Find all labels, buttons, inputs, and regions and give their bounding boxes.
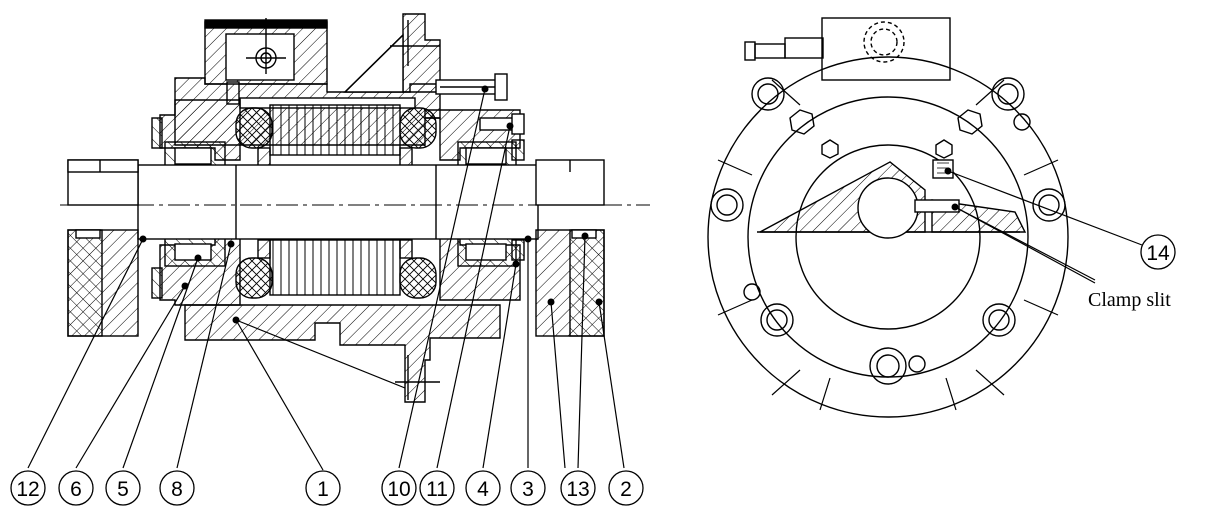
balloon-3: 3	[510, 470, 546, 506]
balloon-5-label: 5	[117, 478, 129, 501]
balloon-12-label: 12	[16, 478, 39, 501]
balloon-10-label: 10	[387, 478, 410, 501]
balloon-5: 5	[105, 470, 141, 506]
balloon-6-label: 6	[70, 478, 82, 501]
balloon-14: 14	[1140, 234, 1176, 270]
end-view	[707, 17, 1143, 418]
clamp-slit-label: Clamp slit	[1088, 289, 1171, 311]
balloon-1: 1	[305, 470, 341, 506]
right-coupling	[535, 159, 605, 337]
radial-ribs	[717, 79, 1059, 411]
hex-bolts	[789, 109, 983, 159]
balloon-8: 8	[159, 470, 195, 506]
balloon-2-label: 2	[620, 478, 632, 501]
balloon-10: 10	[381, 470, 417, 506]
balloon-8-label: 8	[171, 478, 183, 501]
terminal-box	[204, 18, 328, 105]
end-terminal-box	[744, 17, 951, 81]
balloon-3-label: 3	[522, 478, 534, 501]
balloon-1-label: 1	[317, 478, 329, 501]
callout-balloons: 12 6 5 8 1 10 11 4 3 13 2	[10, 470, 644, 506]
section-view	[27, 13, 650, 471]
clamp-split	[757, 159, 1027, 239]
balloon-12: 12	[10, 470, 46, 506]
lower-housing	[184, 304, 501, 403]
bolt-holes	[710, 77, 1066, 385]
balloon-2: 2	[608, 470, 644, 506]
balloon-6: 6	[58, 470, 94, 506]
balloon-11-label: 11	[426, 478, 448, 501]
balloon-13: 13	[560, 470, 596, 506]
balloon-14-label: 14	[1146, 242, 1170, 265]
balloon-4: 4	[465, 470, 501, 506]
balloon-13-label: 13	[566, 478, 589, 501]
outer-flange	[707, 56, 1069, 418]
balloon-4-label: 4	[477, 478, 489, 501]
bearing-cover	[795, 144, 981, 330]
left-coupling	[67, 159, 139, 337]
leader-lines	[27, 88, 625, 471]
balloon-11: 11	[419, 470, 455, 506]
